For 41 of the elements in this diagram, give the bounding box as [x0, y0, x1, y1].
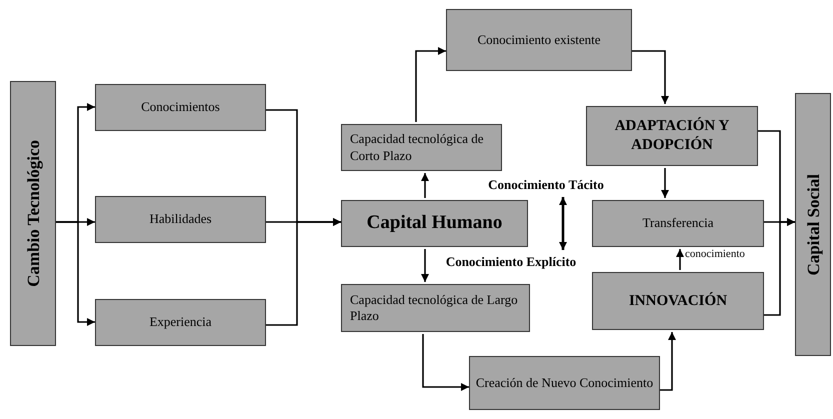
arrow — [421, 249, 429, 282]
box-label: Capital Humano — [366, 211, 502, 236]
box-label: Conocimiento Explícito — [446, 253, 576, 272]
arrow — [676, 249, 684, 270]
box-label: Conocimientos — [141, 99, 220, 116]
arrow — [559, 197, 567, 250]
box-label: Transferencia — [642, 215, 714, 232]
box-label: Habilidades — [149, 211, 212, 228]
arrow — [266, 218, 341, 326]
box-label: Capacidad tecnológica de Largo Plazo — [349, 292, 519, 324]
process-box — [446, 9, 632, 71]
arrow — [764, 218, 795, 316]
process-box — [341, 124, 502, 171]
arrow — [661, 168, 669, 198]
process-box — [341, 200, 528, 247]
box-label: Conocimiento existente — [477, 32, 601, 48]
box-label: Conocimiento Tácito — [488, 176, 604, 194]
arrow — [56, 221, 95, 326]
process-box — [586, 106, 758, 166]
arrow — [415, 47, 446, 122]
arrow — [632, 50, 669, 104]
process-box — [95, 299, 266, 346]
box-label: Creación de Nuevo Conocimiento — [476, 374, 654, 392]
box-label: Capital Social — [804, 174, 822, 276]
process-box — [469, 356, 660, 410]
process-box — [95, 84, 266, 131]
process-box — [795, 93, 831, 356]
arrow — [660, 332, 676, 391]
box-label: ADAPTACIÓN Y ADOPCIÓN — [614, 117, 730, 155]
process-box — [592, 272, 764, 330]
box-label: Cambio Tecnológico — [24, 140, 42, 287]
box-label: Capacidad tecnológica de Corto Plazo — [349, 131, 485, 164]
process-box — [341, 284, 530, 332]
process-box — [95, 196, 266, 243]
note-label: conocimiento — [685, 249, 745, 260]
box-label: Experiencia — [149, 314, 212, 331]
process-box — [10, 81, 56, 346]
arrow — [422, 334, 469, 391]
arrow — [421, 173, 429, 198]
process-box — [592, 200, 764, 247]
box-label: INNOVACIÓN — [628, 292, 728, 310]
